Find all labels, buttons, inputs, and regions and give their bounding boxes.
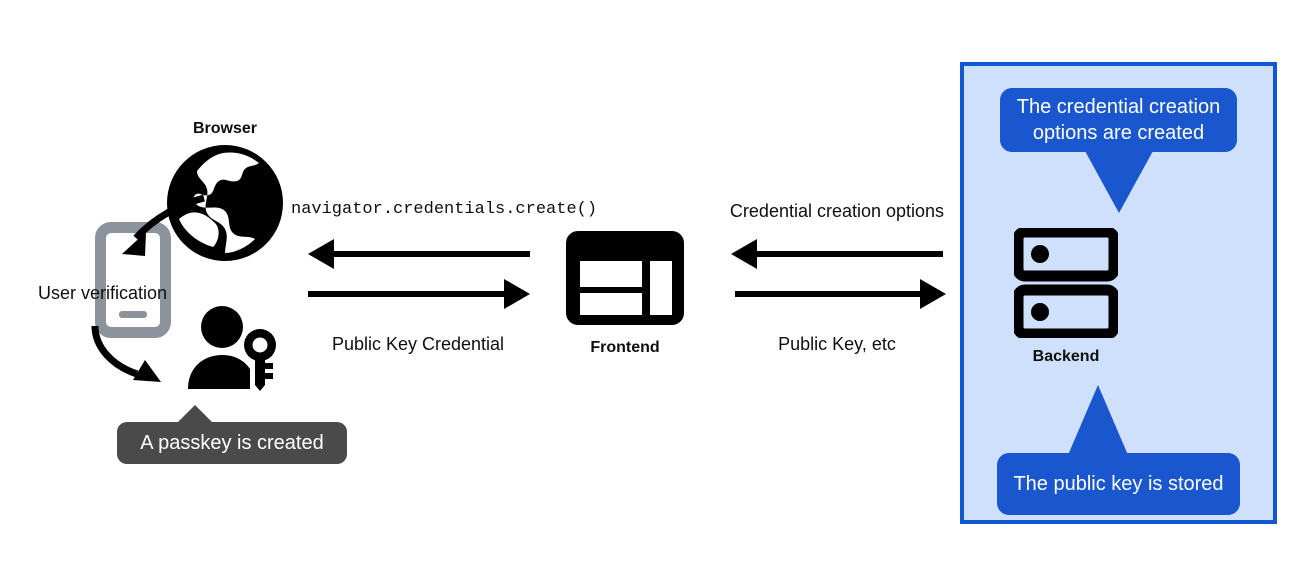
backend-callout-bottom: The public key is stored xyxy=(997,453,1240,515)
flow-left-1-arrow xyxy=(308,291,506,297)
phone-icon xyxy=(95,222,171,338)
flow-right-1-arrow xyxy=(735,291,922,297)
backend-callout-top-tail xyxy=(1085,151,1153,213)
user-verification-label: User verification xyxy=(38,283,168,303)
user-with-key-icon xyxy=(186,305,282,396)
flow-right-0-label: Credential creation options xyxy=(729,201,945,221)
flow-left-0-label: navigator.credentials.create() xyxy=(291,200,598,219)
flow-left-1-label: Public Key Credential xyxy=(331,334,505,354)
flow-right-0-arrow xyxy=(755,251,943,257)
phone-home-bar xyxy=(119,311,147,318)
backend-callout-bottom-tail xyxy=(1068,385,1128,455)
flow-right-1-arrowhead-icon xyxy=(920,279,946,309)
passkey-tooltip: A passkey is created xyxy=(117,422,347,464)
passkey-tooltip-text: A passkey is created xyxy=(140,432,324,454)
flow-right-1-label: Public Key, etc xyxy=(778,334,896,354)
flow-right-0-arrowhead-icon xyxy=(731,239,757,269)
server-icon xyxy=(1012,226,1120,343)
arrow-phone-to-user-icon xyxy=(85,322,195,397)
flow-left-0-arrow xyxy=(332,251,530,257)
backend-callout-top-text: The credential creation options are crea… xyxy=(1016,96,1221,144)
frontend-label: Frontend xyxy=(590,339,660,356)
arrow-browser-to-phone-icon xyxy=(100,190,210,275)
backend-callout-bottom-text: The public key is stored xyxy=(1013,473,1224,495)
backend-label: Backend xyxy=(1032,348,1100,365)
flow-left-1-arrowhead-icon xyxy=(504,279,530,309)
globe-icon xyxy=(163,141,287,270)
web-layout-icon xyxy=(566,231,684,330)
browser-label: Browser xyxy=(192,120,258,137)
flow-left-0-arrowhead-icon xyxy=(308,239,334,269)
backend-callout-top: The credential creation options are crea… xyxy=(1000,88,1237,152)
